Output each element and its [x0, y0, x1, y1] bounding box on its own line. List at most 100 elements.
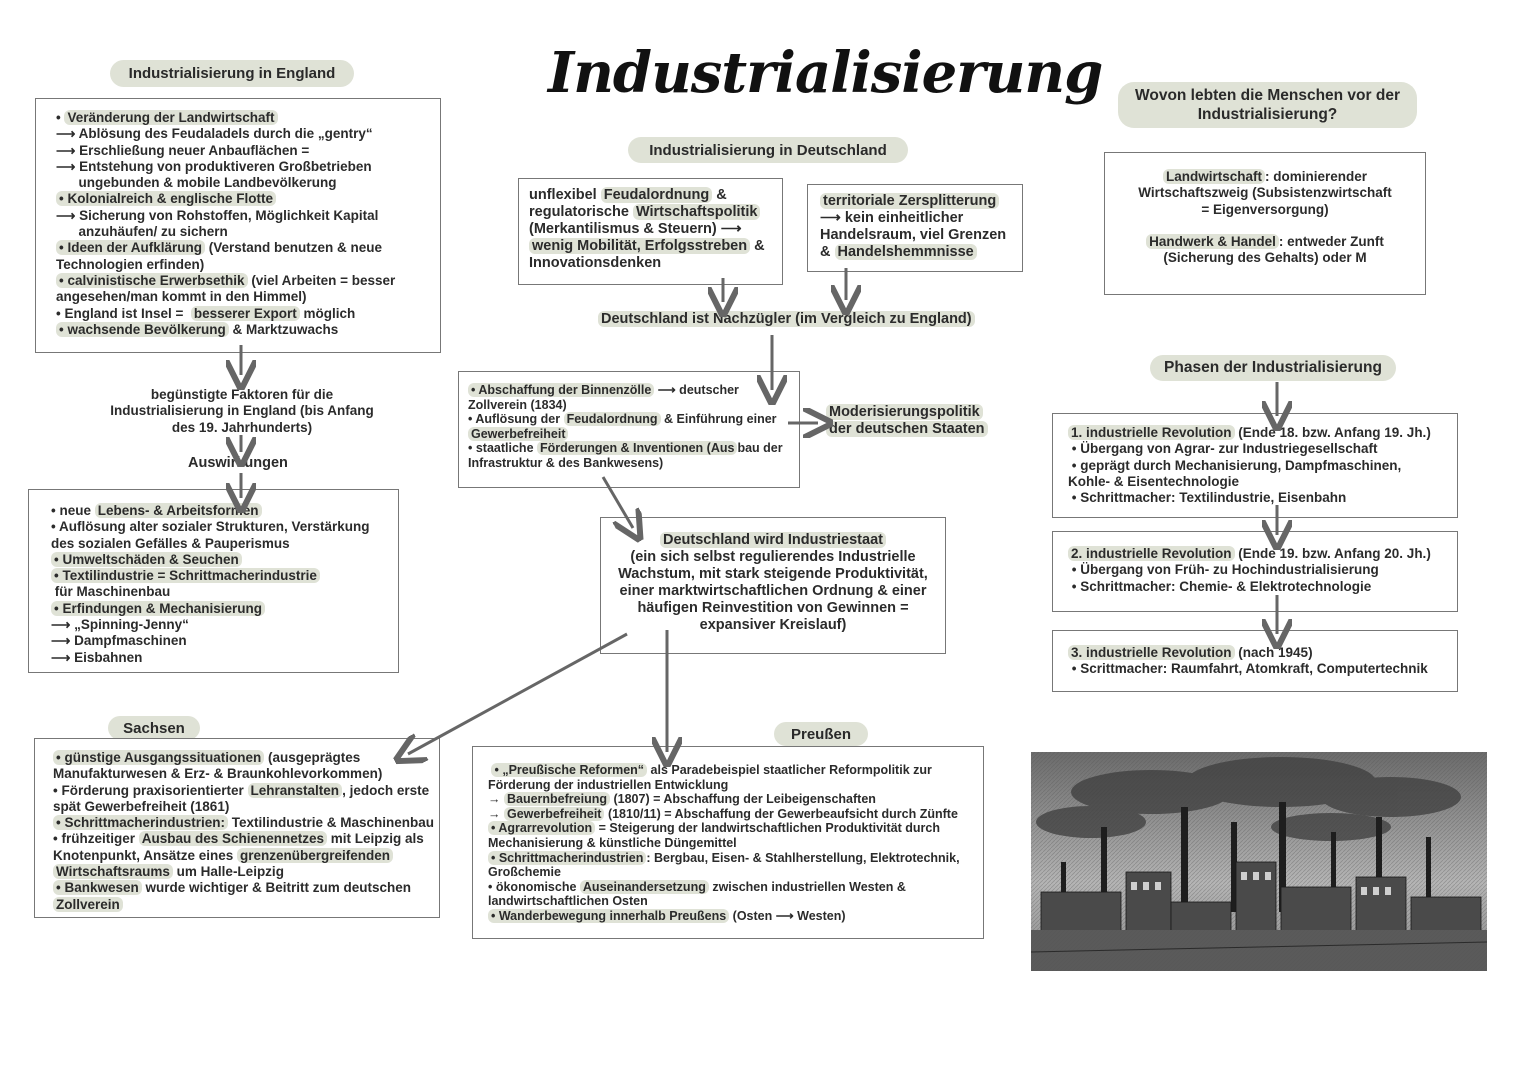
factory-illustration [1031, 752, 1487, 971]
page-title: Industrialisierung [548, 40, 1103, 106]
highlighted-text: • Textilindustrie = Schrittmacherindustr… [51, 568, 320, 584]
highlighted-text: • Umweltschäden & Seuchen [51, 551, 242, 567]
text-line: häufigen Reinvestition von Gewinnen = [637, 600, 909, 616]
highlighted-text: • Schrittmacherindustrien [488, 850, 647, 865]
highlighted-text: 1. industrielle Revolution [1068, 425, 1235, 440]
text-line: landwirtschaftlichen Osten [488, 894, 960, 909]
text: = Eigenversorgung) [1201, 201, 1329, 217]
text: • Scrittmacher: Raumfahrt, Atomkraft, Co… [1068, 661, 1428, 677]
text-line: • England ist Insel = besserer Export mö… [56, 305, 395, 322]
text: = Steigerung der landwirtschaftlichen Pr… [595, 821, 941, 836]
text-line: regulatorische Wirtschaftspolitik [529, 204, 765, 221]
deutschland-header: Industrialisierung in Deutschland [628, 137, 908, 163]
highlighted-text: Bauernbefreiung [503, 792, 610, 807]
highlighted-text: Zollverein [53, 896, 123, 912]
text-line: ⟶ Ablösung des Feudaladels durch die „ge… [56, 126, 395, 142]
text-line: • Schrittmacher: Chemie- & Elektrotechno… [1068, 579, 1431, 595]
text: Technologien erfinden) [56, 256, 205, 272]
sachsen-box: • günstige Ausgangssituationen (ausgeprä… [34, 738, 440, 918]
highlighted-text: territoriale Zersplitterung [820, 193, 1000, 209]
text-line: • staatliche Förderungen & Inventionen (… [468, 441, 783, 456]
nachzuegler-text: Deutschland ist Nachzügler (im Vergleich… [598, 311, 975, 328]
text-line: • Bankwesen wurde wichtiger & Beitritt z… [53, 880, 434, 896]
text-line: ⟶ Dampfmaschinen [51, 633, 370, 649]
highlighted-text: Wirtschaftspolitik [632, 204, 761, 220]
text: : entweder Zunft [1278, 234, 1384, 250]
text: ⟶ Ablösung des Feudaladels durch die „ge… [56, 126, 373, 142]
highlighted-text: • Kolonialreich & englische Flotte [56, 191, 277, 207]
text: & [712, 187, 727, 203]
text-line: • Auflösung der Feudalordnung & Einführu… [468, 412, 783, 427]
text: (ausgeprägtes [264, 750, 361, 765]
deutschland-reforms-box: • Abschaffung der Binnenzölle ⟶ deutsche… [458, 371, 800, 488]
text-line: • Förderung praxisorientierter Lehransta… [53, 782, 434, 799]
text-line: Industrialisierung in England (bis Anfan… [110, 403, 374, 419]
text-line: • Auflösung alter sozialer Strukturen, V… [51, 519, 370, 535]
text-line: Mechanisierung & künstliche Düngemittel [488, 836, 960, 851]
text: • England ist Insel = [56, 305, 191, 321]
england-factors-box: • Veränderung der Landwirtschaft⟶ Ablösu… [35, 98, 441, 353]
text-line: = Eigenversorgung) [1105, 202, 1425, 218]
highlighted-text: Lebens- & Arbeitsformen [94, 503, 262, 518]
text-line: territoriale Zersplitterung [820, 193, 1006, 210]
text: : dominierender [1265, 169, 1368, 184]
text: Mechanisierung & künstliche Düngemittel [488, 835, 737, 850]
text: , jedoch erste [342, 782, 430, 798]
text-line: Manufakturwesen & Erz- & Braunkohlevorko… [53, 766, 434, 782]
highlighted-text: Auseinandersetzung [579, 879, 709, 894]
text: Handelsraum, viel Grenzen [820, 227, 1007, 243]
highlighted-text: Wirtschaftsraums [53, 864, 173, 880]
highlighted-text: wenig Mobilität, Erfolgsstreben [529, 238, 751, 254]
highlighted-text: • Ideen der Aufklärung [56, 240, 205, 256]
england-header: Industrialisierung in England [110, 60, 354, 87]
highlighted-text: • Abschaffung der Binnenzölle [468, 383, 655, 397]
text-line: → Gewerbefreiheit (1810/11) = Abschaffun… [488, 806, 960, 822]
text-line: • Scrittmacher: Raumfahrt, Atomkraft, Co… [1068, 661, 1428, 677]
text: Förderung der industriellen Entwicklung [488, 777, 729, 792]
text: Kohle- & Eisentechnologie [1068, 473, 1240, 489]
highlighted-text: 2. industrielle Revolution [1068, 546, 1235, 561]
phase3-list: 3. industrielle Revolution (nach 1945) •… [1068, 645, 1428, 678]
highlighted-text: grenzenübergreifenden [237, 847, 394, 863]
text: • Auflösung der [468, 412, 564, 427]
highlighted-text: • Wanderbewegung innerhalb Preußens [488, 908, 730, 923]
text-line: • Kolonialreich & englische Flotte [56, 191, 395, 207]
modernisierung-label: Moderisierungspolitik der deutschen Staa… [826, 404, 988, 438]
highlighted-text: 3. industrielle Revolution [1068, 645, 1235, 660]
text: • [56, 110, 65, 125]
text-line: • Wanderbewegung innerhalb Preußens (Ost… [488, 908, 960, 924]
highlighted-text: • calvinistische Erwerbsethik [56, 272, 248, 288]
deutschland-box-feudal: unflexibel Feudalordnung &regulatorische… [518, 178, 783, 285]
text: • Förderung praxisorientierter [53, 782, 248, 798]
highlighted-text: • wachsende Bevölkerung [56, 321, 229, 337]
text: Wirtschaftszweig (Subsistenzwirtschaft [1138, 185, 1392, 201]
industriestaat-text: Deutschland wird Industriestaat (ein sic… [601, 532, 945, 634]
text-line: • neue Lebens- & Arbeitsformen [51, 503, 370, 519]
text: Innovationsdenken [529, 255, 662, 271]
text-line: • wachsende Bevölkerung & Marktzuwachs [56, 321, 395, 338]
preussen-box: • „Preußische Reformen“ als Paradebeispi… [472, 746, 984, 939]
text: Großchemie [488, 865, 561, 880]
text-line: für Maschinenbau [51, 584, 370, 600]
highlighted-text: Handwerk & Handel [1146, 234, 1279, 250]
phase2-list: 2. industrielle Revolution (Ende 19. bzw… [1068, 546, 1431, 595]
phasen-header: Phasen der Industrialisierung [1150, 355, 1396, 381]
text: (Ende 18. bzw. Anfang 19. Jh.) [1234, 425, 1431, 440]
text-line: des 19. Jahrhunderts) [171, 419, 313, 435]
text-line: • Ideen der Aufklärung (Verstand benutze… [56, 240, 395, 256]
phase3-box: 3. industrielle Revolution (nach 1945) •… [1052, 630, 1458, 692]
text: spät Gewerbefreiheit (1861) [53, 798, 230, 814]
text-line: Großchemie [488, 865, 960, 880]
preussen-list: • „Preußische Reformen“ als Paradebeispi… [488, 763, 960, 924]
text-line: ungebunden & mobile Landbevölkerung [56, 175, 395, 191]
sachsen-list: • günstige Ausgangssituationen (ausgeprä… [53, 750, 434, 913]
text-line: Technologien erfinden) [56, 257, 395, 273]
text-line: Knotenpunkt, Ansätze eines grenzenübergr… [53, 847, 434, 864]
text: ⟶ kein einheitlicher [820, 210, 964, 226]
text: regulatorische [529, 204, 633, 220]
text-line: • „Preußische Reformen“ als Paradebeispi… [488, 763, 960, 778]
deutschland-box-territorial: territoriale Zersplitterung⟶ kein einhei… [807, 184, 1023, 272]
text: (1810/11) = Abschaffung der Gewerbeaufsi… [604, 806, 958, 821]
